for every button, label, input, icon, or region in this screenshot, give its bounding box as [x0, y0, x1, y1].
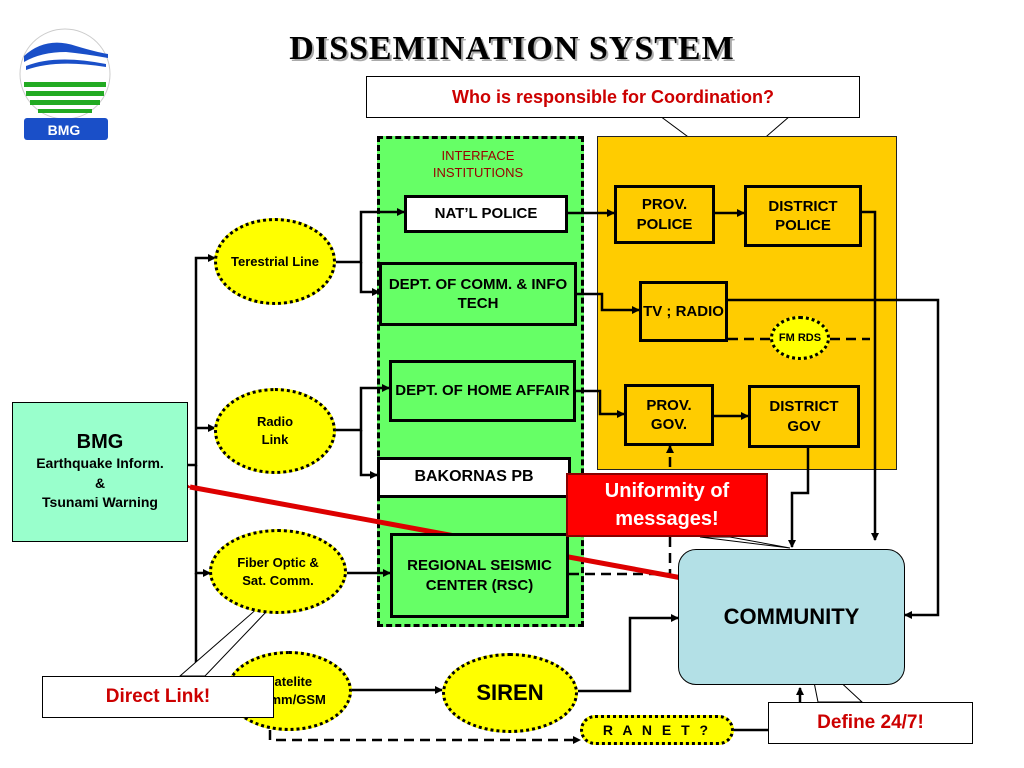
rsc-box: REGIONAL SEISMIC CENTER (RSC): [390, 533, 569, 618]
bmg-logo-icon: [19, 28, 111, 140]
define-247-callout: Define 24/7!: [768, 702, 973, 744]
bmg-source-line3: Tsunami Warning: [42, 494, 158, 511]
dept-home-box: DEPT. OF HOME AFFAIR: [389, 360, 576, 422]
uniformity-callout: Uniformity of messages!: [566, 473, 768, 537]
dept-comm-box: DEPT. OF COMM. & INFO TECH: [379, 262, 577, 326]
interface-institutions-label: INTERFACE INSTITUTIONS: [432, 148, 524, 180]
district-gov-box: DISTRICT GOV: [748, 385, 860, 448]
radio-link-ellipse: Radio Link: [214, 388, 336, 474]
coordination-callout: Who is responsible for Coordination?: [366, 76, 860, 118]
bmg-source-line1: Earthquake Inform.: [36, 455, 164, 472]
prov-police-box: PROV. POLICE: [614, 185, 715, 244]
district-police-box: DISTRICT POLICE: [744, 185, 862, 247]
bmg-source-box: BMG Earthquake Inform. & Tsunami Warning: [12, 402, 188, 542]
tv-radio-box: TV ; RADIO: [639, 281, 728, 342]
bmg-source-title: BMG: [76, 431, 124, 454]
bmg-source-line2: &: [94, 474, 106, 491]
bakornas-box: BAKORNAS PB: [377, 457, 571, 498]
terrestrial-line-ellipse: Terestrial Line: [214, 218, 336, 305]
bmg-logo: [16, 24, 114, 142]
page-title: DISSEMINATION SYSTEM: [289, 30, 735, 67]
prov-gov-box: PROV. GOV.: [624, 384, 714, 446]
natl-police-box: NAT’L POLICE: [404, 195, 568, 233]
direct-link-callout: Direct Link!: [42, 676, 274, 718]
fiber-optic-ellipse: Fiber Optic & Sat. Comm.: [209, 529, 347, 614]
logo-text: BMG: [47, 122, 81, 138]
ranet-ellipse: R A N E T ?: [580, 715, 734, 745]
fm-rds-ellipse: FM RDS: [770, 316, 830, 360]
siren-ellipse: SIREN: [442, 653, 578, 733]
community-box: COMMUNITY: [678, 549, 905, 685]
